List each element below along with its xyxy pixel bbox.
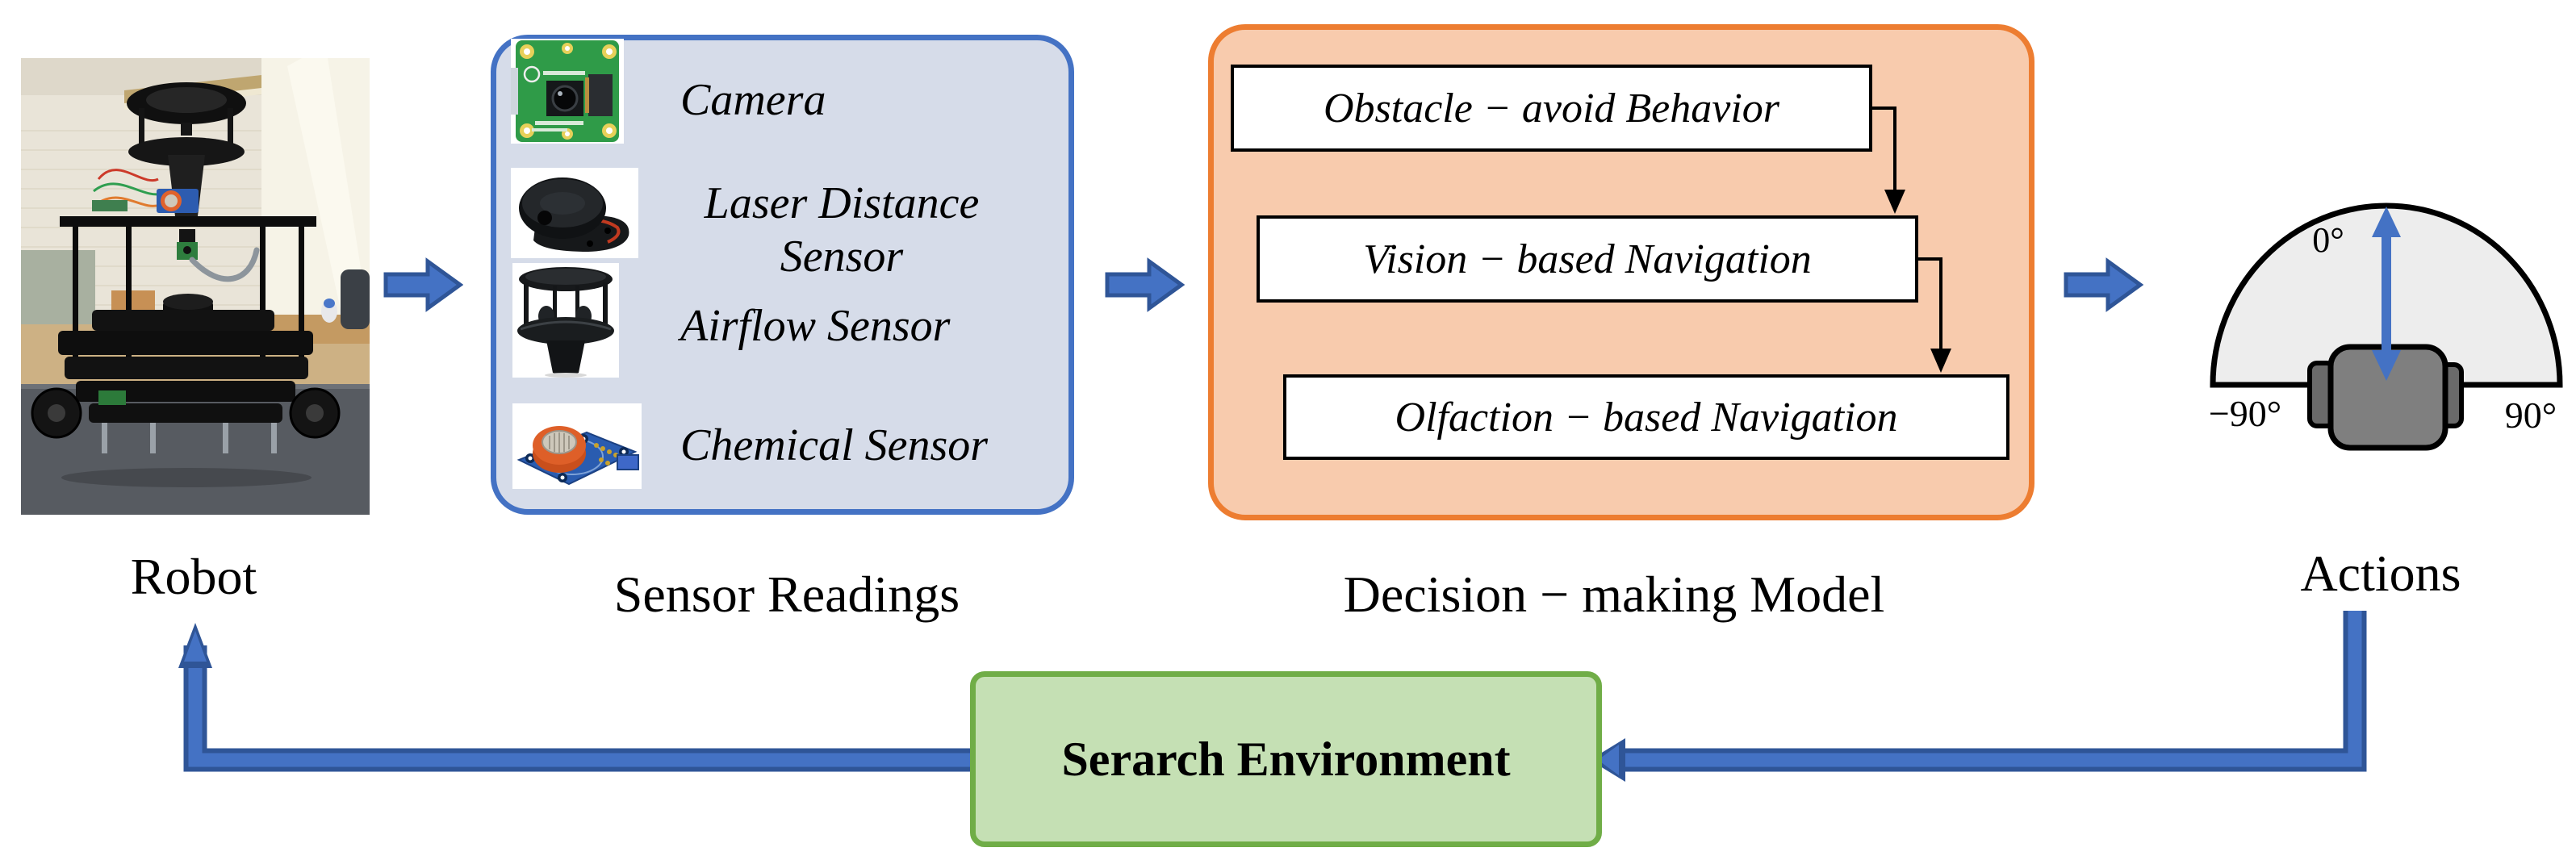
arrow-sensors-to-decision-icon [1105, 257, 1185, 312]
environment-label: Serarch Environment [1061, 732, 1511, 786]
environment-box: Serarch Environment [970, 671, 1602, 847]
robot-photo [21, 58, 370, 515]
camera-icon [511, 39, 624, 144]
step-obstacle-avoid: Obstacle − avoid Behavior [1231, 65, 1872, 152]
sensor-label-airflow: Airflow Sensor [680, 301, 951, 351]
feedback-arrow-environment-to-robot [178, 623, 975, 772]
arrow-decision-to-actions-icon [2064, 257, 2143, 312]
robot-label: Robot [130, 548, 257, 605]
angle-label-minus-90: −90° [2208, 393, 2282, 434]
decision-step-connectors [1872, 106, 1951, 373]
decision-model-title: Decision − making Model [1343, 566, 1885, 623]
step-olfaction-navigation: Olfaction − based Navigation [1283, 374, 2009, 460]
feedback-arrow-actions-to-environment [1590, 611, 2367, 782]
angle-label-zero: 0° [2312, 220, 2344, 260]
arrow-robot-to-sensors-icon [383, 257, 463, 312]
sensor-label-laser-line1: Laser Distance [704, 178, 980, 228]
action-range-diagram [2210, 203, 2563, 451]
sensor-label-laser-distance: Laser Distance Sensor [680, 177, 1003, 283]
laser-distance-sensor-icon [511, 168, 638, 258]
airflow-sensor-icon [512, 263, 619, 378]
sensor-label-chemical: Chemical Sensor [680, 420, 989, 470]
sensor-label-laser-line2: Sensor [780, 232, 904, 282]
sensor-label-camera: Camera [680, 75, 826, 125]
actions-title: Actions [2300, 545, 2461, 602]
step-vision-navigation: Vision − based Navigation [1257, 215, 1918, 303]
angle-label-plus-90: 90° [2504, 395, 2557, 436]
sensor-readings-title: Sensor Readings [613, 566, 960, 623]
chemical-sensor-icon [512, 403, 642, 489]
